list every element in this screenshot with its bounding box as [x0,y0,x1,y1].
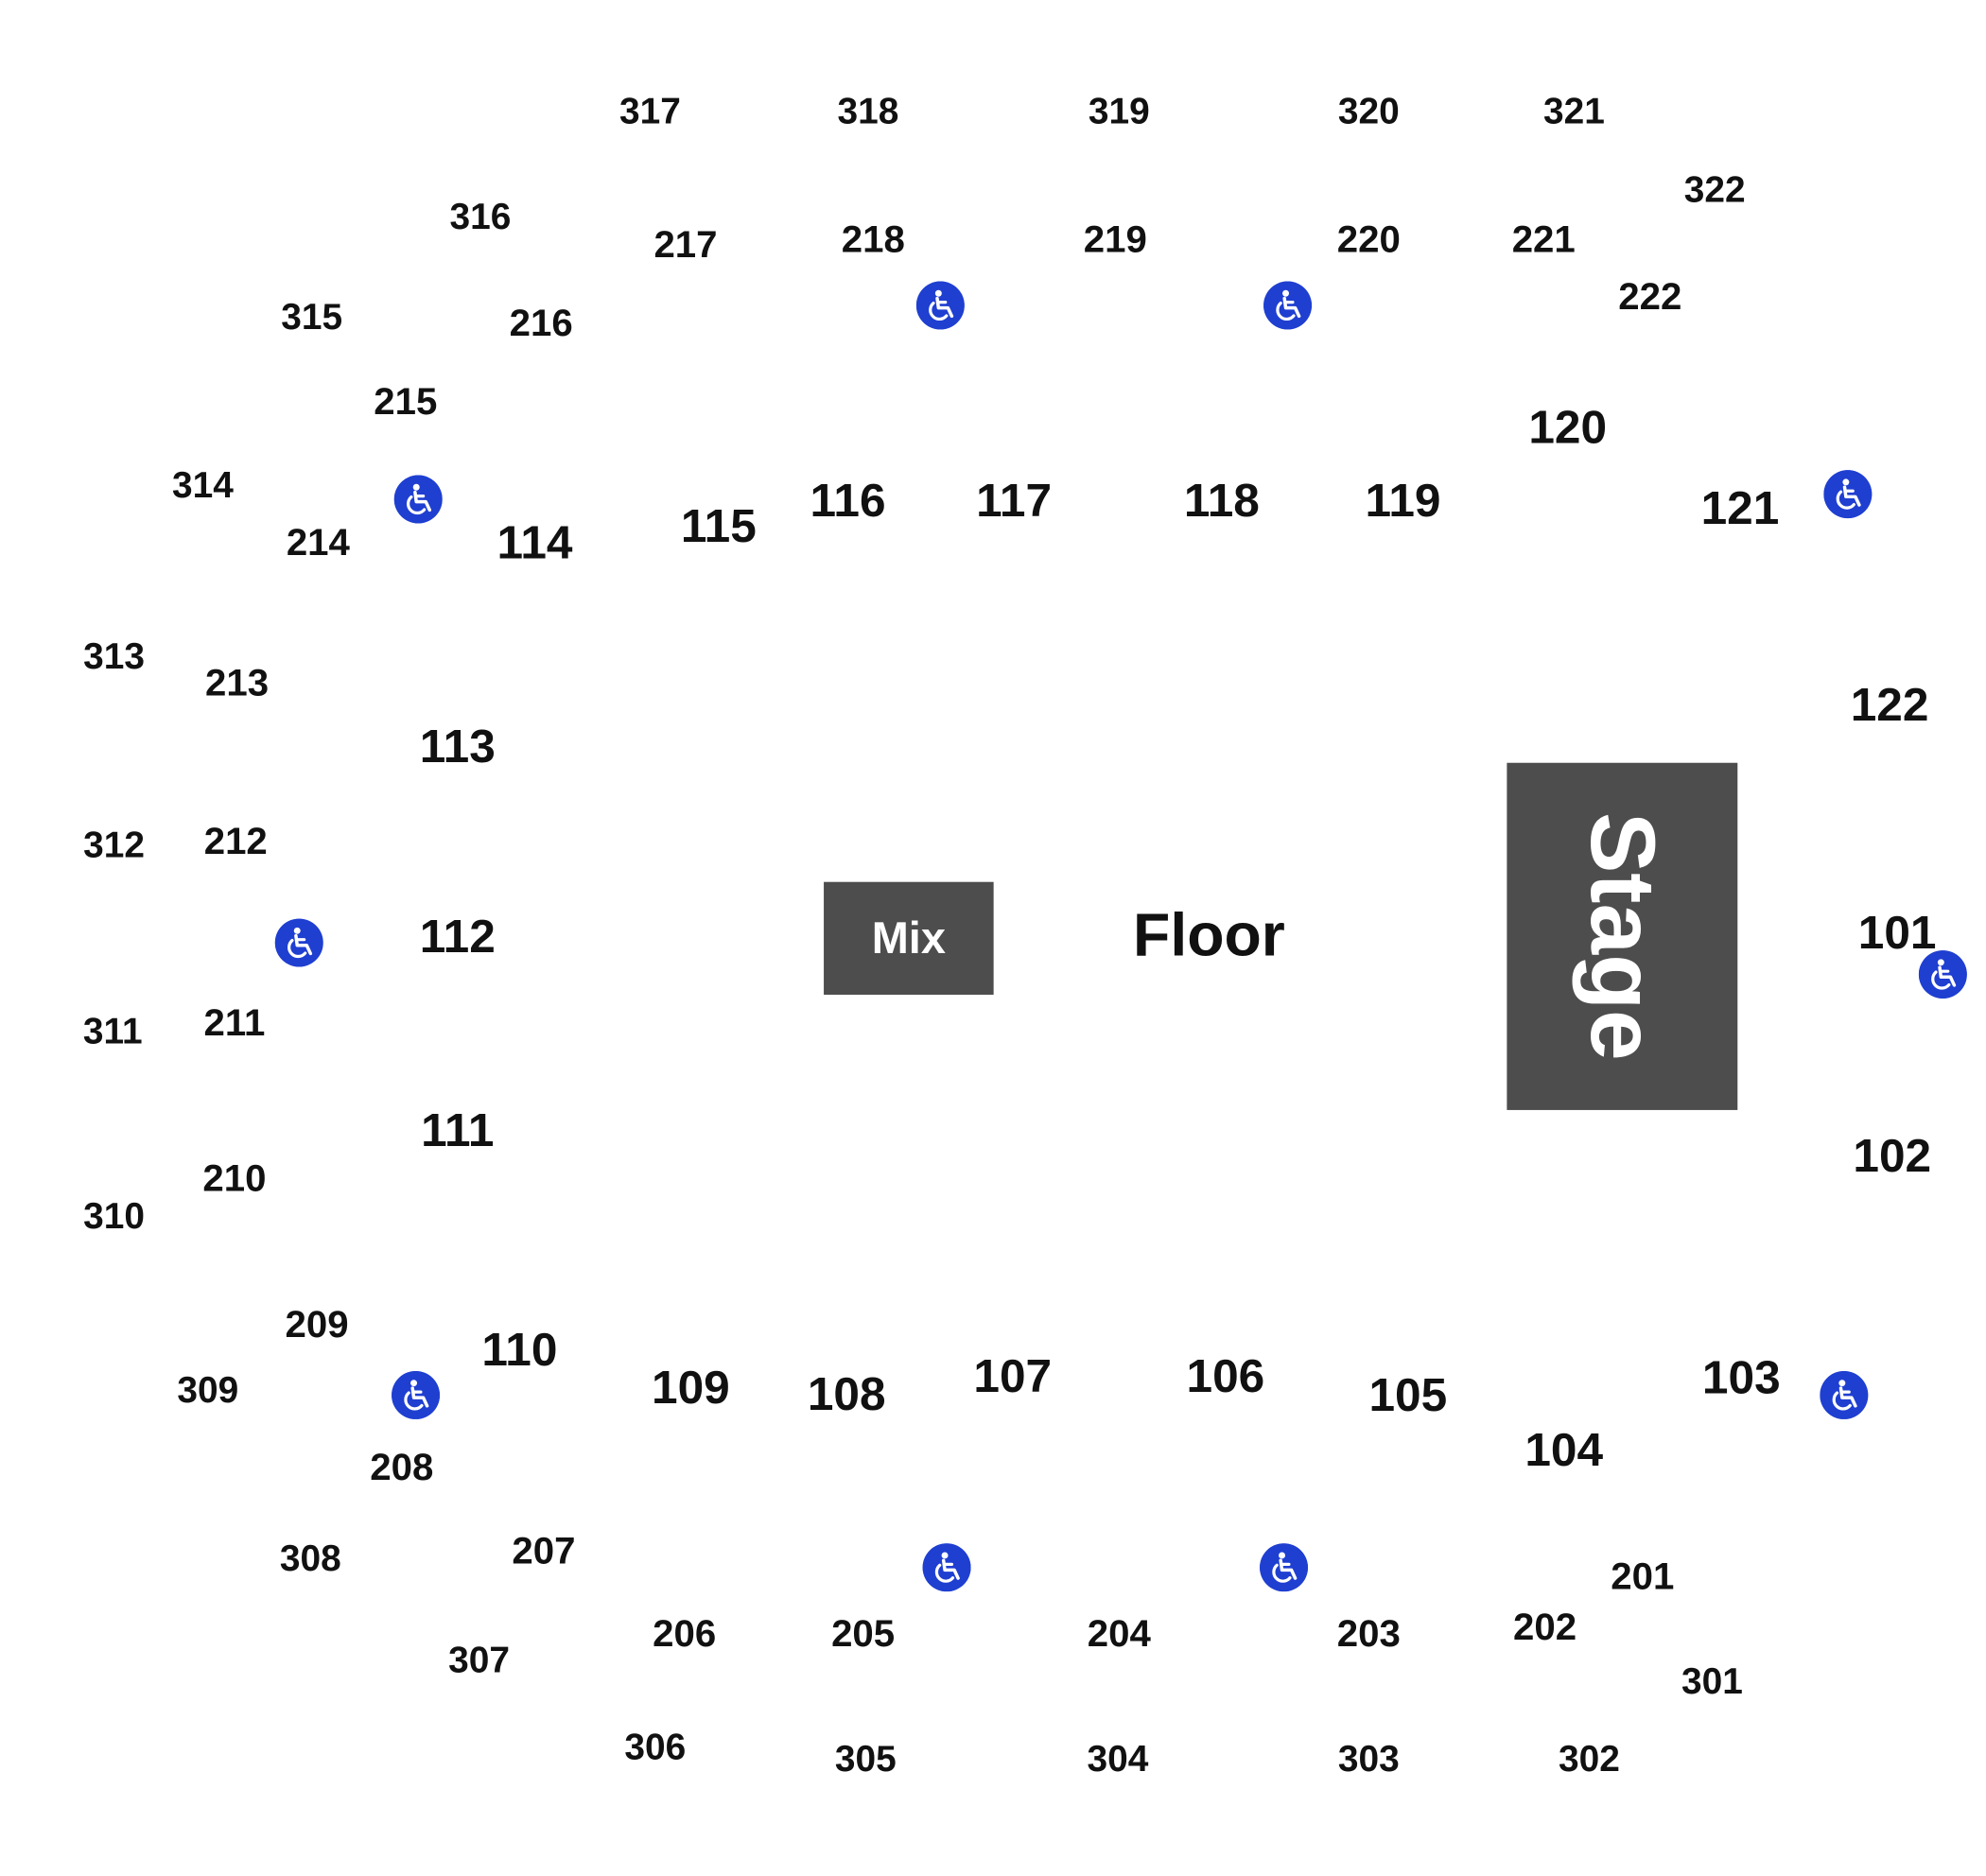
section-103[interactable]: 103 [1701,1351,1781,1404]
section-303[interactable]: 303 [1337,1739,1400,1780]
section-101[interactable]: 101 [1857,906,1937,959]
section-213[interactable]: 213 [205,662,270,705]
section-113[interactable]: 113 [419,720,496,773]
section-121[interactable]: 121 [1700,481,1780,534]
section-316[interactable]: 316 [449,197,512,238]
section-206[interactable]: 206 [653,1612,717,1656]
section-212[interactable]: 212 [203,821,268,863]
section-120[interactable]: 120 [1528,401,1608,454]
wheelchair-icon [274,918,323,967]
section-110[interactable]: 110 [481,1323,558,1376]
wheelchair-icon [1918,950,1967,999]
section-320[interactable]: 320 [1337,92,1400,133]
section-220[interactable]: 220 [1336,218,1401,262]
section-309[interactable]: 309 [177,1370,239,1412]
section-211[interactable]: 211 [203,1002,266,1045]
section-105[interactable]: 105 [1368,1368,1448,1421]
section-307[interactable]: 307 [448,1640,510,1681]
stage: Stage [1507,762,1738,1110]
stage-label: Stage [1571,811,1673,1061]
wheelchair-icon [1263,281,1313,330]
section-112[interactable]: 112 [419,910,496,963]
section-208[interactable]: 208 [370,1447,434,1489]
section-221[interactable]: 221 [1511,218,1576,262]
section-219[interactable]: 219 [1083,218,1147,262]
section-116[interactable]: 116 [810,474,886,527]
section-308[interactable]: 308 [279,1538,341,1580]
wheelchair-icon [1823,470,1873,519]
section-215[interactable]: 215 [374,381,438,424]
section-117[interactable]: 117 [976,474,1053,527]
section-216[interactable]: 216 [509,303,573,345]
section-312[interactable]: 312 [83,825,146,866]
wheelchair-icon [1820,1370,1869,1419]
section-205[interactable]: 205 [831,1612,896,1656]
section-319[interactable]: 319 [1088,92,1150,133]
section-202[interactable]: 202 [1513,1607,1577,1649]
section-214[interactable]: 214 [286,522,350,565]
floor-label[interactable]: Floor [1133,902,1285,970]
section-107[interactable]: 107 [973,1349,1053,1402]
section-318[interactable]: 318 [837,92,899,133]
section-314[interactable]: 314 [171,465,234,507]
section-204[interactable]: 204 [1087,1612,1151,1656]
wheelchair-icon [915,281,965,330]
wheelchair-icon [393,475,443,524]
section-317[interactable]: 317 [619,92,681,133]
section-321[interactable]: 321 [1542,92,1605,133]
section-104[interactable]: 104 [1524,1423,1604,1476]
section-207[interactable]: 207 [512,1530,576,1573]
wheelchair-icon [922,1543,971,1592]
section-203[interactable]: 203 [1336,1612,1401,1656]
section-315[interactable]: 315 [281,297,343,339]
mix-position: Mix [824,881,994,995]
section-111[interactable]: 111 [421,1103,495,1156]
section-222[interactable]: 222 [1618,276,1682,319]
section-119[interactable]: 119 [1365,474,1441,527]
section-201[interactable]: 201 [1611,1555,1675,1598]
section-210[interactable]: 210 [202,1157,267,1201]
section-310[interactable]: 310 [83,1196,146,1238]
section-302[interactable]: 302 [1559,1739,1620,1780]
section-118[interactable]: 118 [1183,474,1260,527]
mix-label: Mix [871,912,946,963]
wheelchair-icon [1260,1543,1308,1592]
section-301[interactable]: 301 [1681,1661,1743,1703]
section-322[interactable]: 322 [1683,170,1746,212]
section-304[interactable]: 304 [1087,1739,1149,1780]
section-109[interactable]: 109 [651,1361,730,1414]
section-311[interactable]: 311 [82,1012,143,1052]
section-108[interactable]: 108 [807,1367,886,1420]
section-218[interactable]: 218 [841,218,905,262]
section-305[interactable]: 305 [834,1739,897,1780]
section-313[interactable]: 313 [83,636,146,678]
section-115[interactable]: 115 [680,499,757,552]
section-106[interactable]: 106 [1186,1349,1265,1402]
section-114[interactable]: 114 [496,516,573,569]
wheelchair-icon [392,1370,441,1419]
section-209[interactable]: 209 [285,1303,349,1346]
section-217[interactable]: 217 [653,224,718,267]
section-122[interactable]: 122 [1850,678,1929,731]
section-306[interactable]: 306 [624,1728,687,1769]
section-102[interactable]: 102 [1853,1129,1932,1182]
